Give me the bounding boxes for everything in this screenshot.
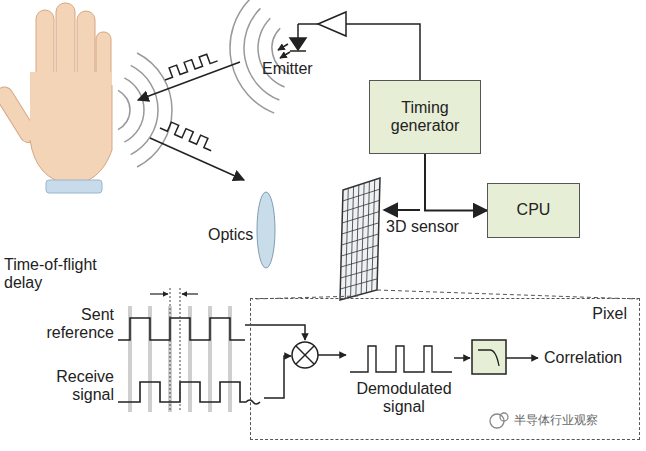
wave-arc	[137, 53, 172, 167]
hand	[0, 3, 112, 193]
wave-arc	[124, 78, 144, 142]
sensor-bus	[384, 209, 420, 211]
process-box: CPU	[487, 183, 580, 238]
grid-line	[343, 189, 380, 201]
pulse-arrows	[138, 51, 244, 180]
watermark-icon	[490, 413, 508, 428]
light-waves	[118, 0, 290, 167]
optics-lens	[257, 192, 275, 268]
amplifier-symbol	[318, 12, 420, 80]
sensor-grid	[340, 178, 380, 300]
signal-label: Correlation	[544, 349, 622, 367]
wave-arc	[118, 90, 130, 129]
node-text: Timing generator	[370, 99, 480, 136]
grid-line	[340, 279, 377, 289]
waveforms	[118, 288, 260, 412]
emitter-led	[278, 24, 318, 58]
grid-line	[342, 234, 379, 245]
node-text: Pixel	[592, 305, 627, 323]
grid-line	[342, 212, 379, 223]
wave-arc	[244, 8, 279, 100]
grid-line	[341, 256, 378, 267]
wave-arc	[131, 65, 158, 154]
grid-line	[342, 223, 379, 234]
component-label: Emitter	[262, 60, 313, 78]
process-box: Timing generator	[369, 80, 481, 154]
grid-line	[341, 245, 378, 256]
watermark: 半导体行业观察	[514, 414, 598, 428]
connector	[425, 154, 487, 211]
signal-label: Receive signal	[14, 368, 114, 405]
component-label: 3D sensor	[384, 218, 461, 236]
signal-label: Time-of-flight delay	[4, 256, 132, 293]
signal-label: Demodulated signal	[344, 380, 464, 417]
component-label: Optics	[208, 226, 253, 244]
signal-label: Sent reference	[14, 306, 114, 343]
wave-arc	[230, 0, 274, 113]
node-text: CPU	[511, 201, 557, 219]
grid-line	[342, 200, 379, 212]
grid-line	[341, 268, 378, 278]
